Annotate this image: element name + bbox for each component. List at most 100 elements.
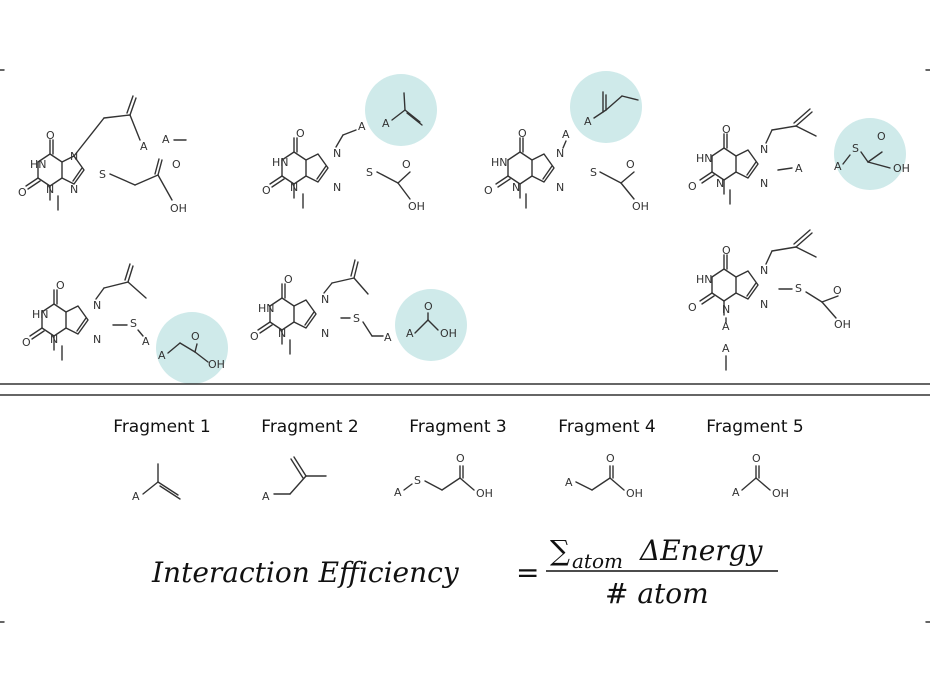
atom-a: A bbox=[158, 349, 166, 362]
atom-o: O bbox=[56, 279, 65, 292]
atom-o: O bbox=[172, 158, 181, 171]
atom-hn: HN bbox=[272, 156, 289, 169]
atom-n: N bbox=[290, 181, 298, 194]
fragment-2-label: Fragment 2 bbox=[261, 417, 358, 437]
atom-s: S bbox=[414, 474, 421, 487]
fragment-3-structure: A S O OH bbox=[394, 452, 493, 500]
molecule-2: HN O O N N N S OH O A A bbox=[262, 74, 437, 213]
highlight-circle bbox=[834, 118, 906, 190]
atom-o: O bbox=[484, 184, 493, 197]
atom-oh: OH bbox=[408, 200, 425, 213]
atom-a: A bbox=[132, 490, 140, 503]
equation-lhs: Interaction Efficiency bbox=[151, 556, 460, 589]
atom-o: O bbox=[262, 184, 271, 197]
highlight-circle bbox=[395, 289, 467, 361]
atom-s: S bbox=[353, 312, 360, 325]
equation-equals: = bbox=[516, 556, 539, 589]
atom-o: O bbox=[752, 452, 761, 465]
atom-o: O bbox=[626, 158, 635, 171]
section-divider bbox=[0, 383, 930, 396]
atom-n: N bbox=[321, 327, 329, 340]
atom-oh: OH bbox=[626, 487, 643, 500]
atom-oh: OH bbox=[893, 162, 910, 175]
atom-a: A bbox=[722, 320, 730, 333]
atom-hn: HN bbox=[258, 302, 275, 315]
atom-n: N bbox=[760, 298, 768, 311]
atom-a: A bbox=[584, 115, 592, 128]
atom-oh: OH bbox=[170, 202, 187, 215]
atom-s: S bbox=[590, 166, 597, 179]
atom-a: A bbox=[406, 327, 414, 340]
atom-a: A bbox=[384, 331, 392, 344]
atom-a: A bbox=[142, 335, 150, 348]
molecule-5: HN O O N N N S A A O OH bbox=[22, 263, 228, 384]
atom-o: O bbox=[18, 186, 27, 199]
atom-n: N bbox=[93, 299, 101, 312]
atom-s: S bbox=[795, 282, 802, 295]
atom-hn: HN bbox=[696, 273, 713, 286]
atom-n: N bbox=[512, 181, 520, 194]
atom-a: A bbox=[262, 490, 270, 503]
equation-denominator: # atom bbox=[605, 577, 709, 610]
atom-a: A bbox=[834, 160, 842, 173]
atom-o: O bbox=[284, 273, 293, 286]
atom-s: S bbox=[366, 166, 373, 179]
equation-sum: ∑ bbox=[550, 534, 570, 567]
fragment-5-label: Fragment 5 bbox=[706, 417, 803, 437]
molecule-7: HN O O N N N S O OH A A bbox=[688, 229, 851, 371]
atom-o: O bbox=[191, 330, 200, 343]
atom-s: S bbox=[99, 168, 106, 181]
atom-a: A bbox=[562, 128, 570, 141]
atom-hn: HN bbox=[491, 156, 508, 169]
equation-numerator: ΔEnergy bbox=[639, 534, 764, 567]
atom-o: O bbox=[722, 244, 731, 257]
highlight-circle bbox=[365, 74, 437, 146]
atom-o: O bbox=[722, 123, 731, 136]
atom-a: A bbox=[565, 476, 573, 489]
fragment-4-label: Fragment 4 bbox=[558, 417, 655, 437]
atom-o: O bbox=[833, 284, 842, 297]
fragment-3-label: Fragment 3 bbox=[409, 417, 506, 437]
atom-a: A bbox=[394, 486, 402, 499]
atom-n: N bbox=[333, 147, 341, 160]
atom-o: O bbox=[877, 130, 886, 143]
molecule-3: HN O O N N N S OH O A A bbox=[484, 71, 649, 213]
atom-hn: HN bbox=[696, 152, 713, 165]
atom-n: N bbox=[278, 327, 286, 340]
atom-o: O bbox=[46, 129, 55, 142]
fragment-5-structure: A O OH bbox=[732, 452, 789, 500]
atom-o: O bbox=[606, 452, 615, 465]
atom-a: A bbox=[382, 117, 390, 130]
atom-s: S bbox=[130, 317, 137, 330]
atom-o: O bbox=[22, 336, 31, 349]
atom-n: N bbox=[722, 303, 730, 316]
atom-n: N bbox=[333, 181, 341, 194]
atom-o: O bbox=[402, 158, 411, 171]
atom-o: O bbox=[688, 301, 697, 314]
atom-n: N bbox=[50, 333, 58, 346]
atom-o: O bbox=[424, 300, 433, 313]
atom-oh: OH bbox=[772, 487, 789, 500]
atom-a: A bbox=[732, 486, 740, 499]
atom-s: S bbox=[852, 142, 859, 155]
atom-n: N bbox=[321, 293, 329, 306]
atom-o: O bbox=[688, 180, 697, 193]
atom-oh: OH bbox=[834, 318, 851, 331]
fragment-2-structure: A bbox=[262, 456, 327, 503]
atom-oh: OH bbox=[476, 487, 493, 500]
atom-hn: HN bbox=[32, 308, 49, 321]
atom-hn: HN bbox=[30, 158, 47, 171]
atom-n: N bbox=[556, 181, 564, 194]
atom-n: N bbox=[760, 177, 768, 190]
atom-o: O bbox=[296, 127, 305, 140]
atom-n: N bbox=[760, 264, 768, 277]
atom-oh: OH bbox=[632, 200, 649, 213]
atom-n: N bbox=[716, 177, 724, 190]
atom-a: A bbox=[162, 133, 170, 146]
atom-a: A bbox=[722, 342, 730, 355]
frame-ticks bbox=[0, 69, 930, 623]
highlight-circle bbox=[156, 312, 228, 384]
atom-a: A bbox=[795, 162, 803, 175]
molecule-6: HN O O N N N S A A O OH bbox=[250, 259, 467, 361]
